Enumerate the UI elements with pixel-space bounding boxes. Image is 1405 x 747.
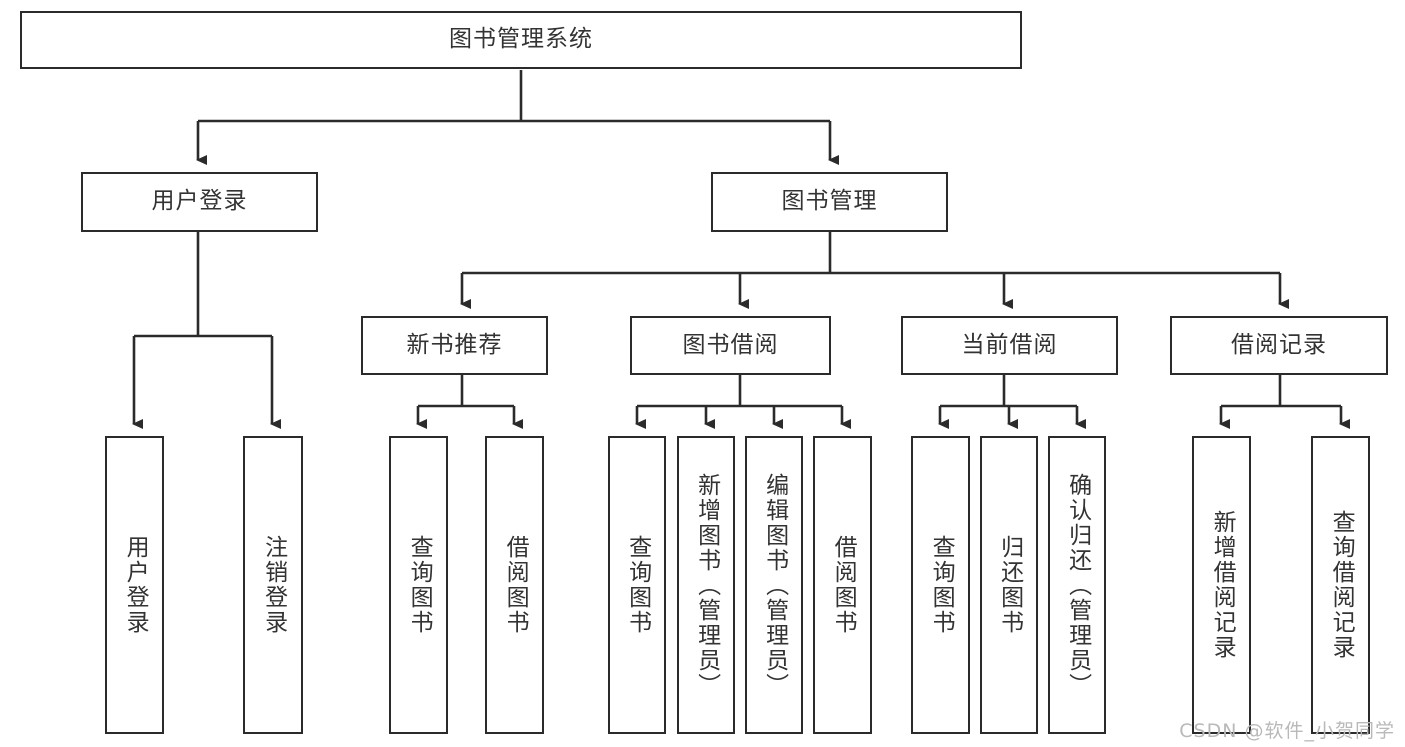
leaf-new-book-recommend-1-label: 查询图书 xyxy=(406,535,433,635)
node-user-login-label: 用户登录 xyxy=(151,188,248,215)
leaf-book-borrow-1[interactable]: 查询图书 xyxy=(608,436,666,734)
node-book-manage[interactable]: 图书管理 xyxy=(711,172,948,232)
leaf-book-borrow-1-label: 查询图书 xyxy=(624,535,651,635)
node-root-label: 图书管理系统 xyxy=(449,26,593,53)
node-current-borrow[interactable]: 当前借阅 xyxy=(901,316,1118,375)
node-borrow-record[interactable]: 借阅记录 xyxy=(1170,316,1388,375)
node-borrow-record-label: 借阅记录 xyxy=(1231,331,1327,358)
node-book-borrow-label: 图书借阅 xyxy=(682,331,779,358)
node-book-borrow[interactable]: 图书借阅 xyxy=(630,316,831,375)
leaf-current-borrow-1-label: 查询图书 xyxy=(928,535,955,635)
node-new-book-recommend[interactable]: 新书推荐 xyxy=(361,316,548,375)
leaf-borrow-record-1[interactable]: 新增借阅记录 xyxy=(1192,436,1251,734)
leaf-current-borrow-3-label: 确认归还（管理员） xyxy=(1064,472,1091,698)
leaf-user-login-2-label: 注销登录 xyxy=(260,535,287,635)
leaf-book-borrow-4[interactable]: 借阅图书 xyxy=(813,436,872,734)
leaf-current-borrow-2-label: 归还图书 xyxy=(996,535,1023,635)
leaf-book-borrow-4-label: 借阅图书 xyxy=(830,535,857,635)
leaf-borrow-record-2[interactable]: 查询借阅记录 xyxy=(1311,436,1370,734)
leaf-book-borrow-2-label: 新增图书（管理员） xyxy=(693,472,720,698)
leaf-new-book-recommend-2[interactable]: 借阅图书 xyxy=(485,436,544,734)
node-root[interactable]: 图书管理系统 xyxy=(20,11,1022,69)
leaf-current-borrow-2[interactable]: 归还图书 xyxy=(980,436,1038,734)
leaf-new-book-recommend-1[interactable]: 查询图书 xyxy=(389,436,448,734)
leaf-new-book-recommend-2-label: 借阅图书 xyxy=(502,535,529,635)
node-current-borrow-label: 当前借阅 xyxy=(961,331,1058,358)
leaf-user-login-1[interactable]: 用户登录 xyxy=(105,436,164,734)
leaf-borrow-record-1-label: 新增借阅记录 xyxy=(1209,510,1236,660)
node-user-login[interactable]: 用户登录 xyxy=(81,172,318,232)
csdn-watermark: CSDN @软件_小贺同学 xyxy=(1179,720,1395,742)
leaf-user-login-1-label: 用户登录 xyxy=(122,535,149,635)
leaf-user-login-2[interactable]: 注销登录 xyxy=(243,436,303,734)
node-book-manage-label: 图书管理 xyxy=(781,188,878,215)
leaf-borrow-record-2-label: 查询借阅记录 xyxy=(1328,510,1355,660)
node-new-book-recommend-label: 新书推荐 xyxy=(406,331,503,358)
leaf-current-borrow-3[interactable]: 确认归还（管理员） xyxy=(1048,436,1106,734)
leaf-current-borrow-1[interactable]: 查询图书 xyxy=(911,436,970,734)
leaf-book-borrow-3[interactable]: 编辑图书（管理员） xyxy=(745,436,803,734)
leaf-book-borrow-2[interactable]: 新增图书（管理员） xyxy=(677,436,735,734)
leaf-book-borrow-3-label: 编辑图书（管理员） xyxy=(761,472,788,698)
